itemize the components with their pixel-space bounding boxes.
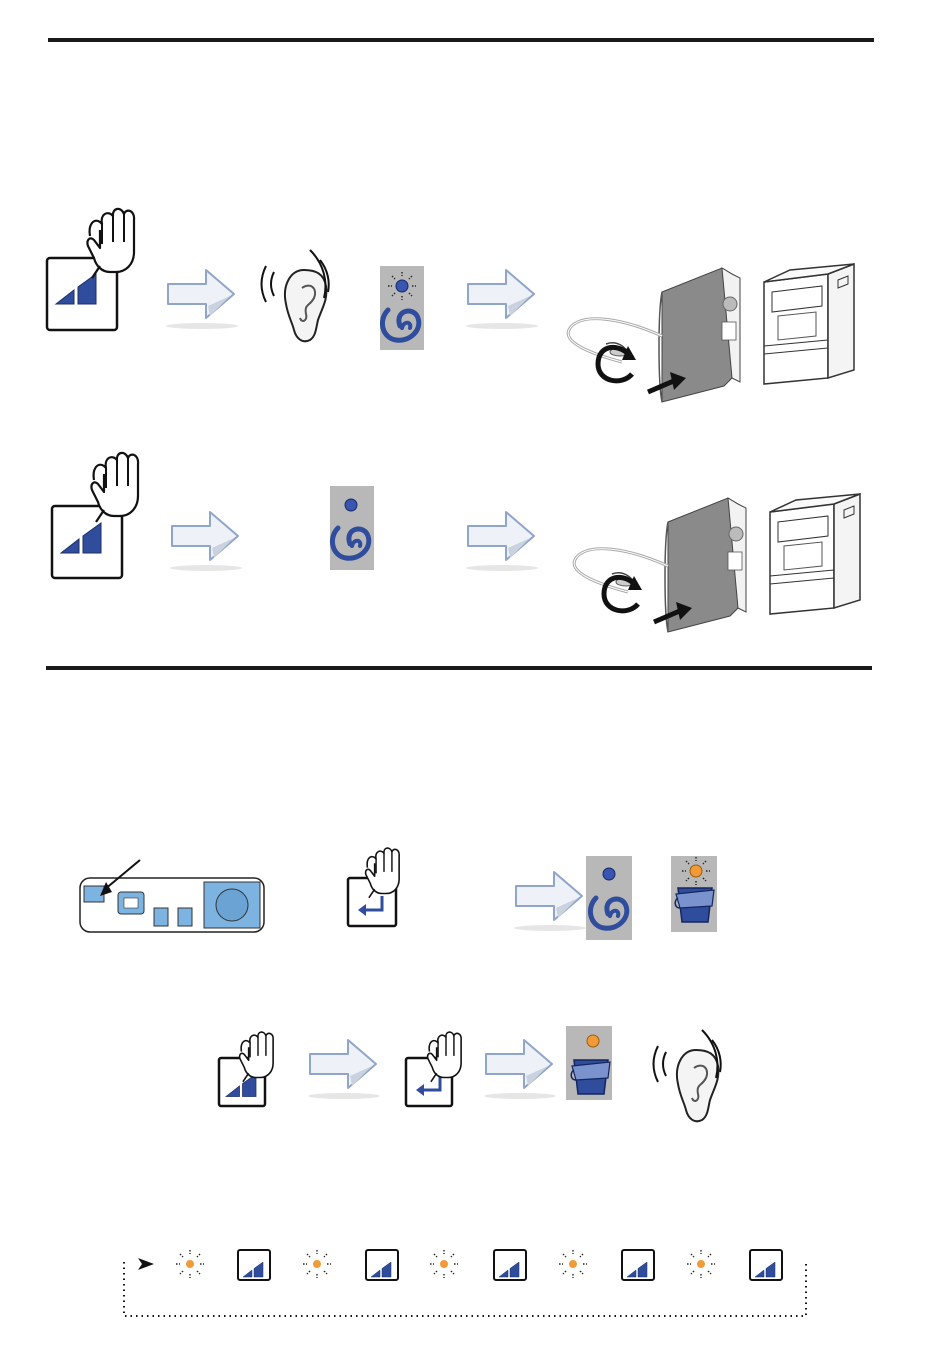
battery-icon — [571, 1060, 610, 1094]
sequence-step-5 — [687, 1250, 782, 1280]
orange-led-icon — [186, 1260, 194, 1268]
alarm-step-row-1 — [80, 848, 717, 940]
printer-icon — [770, 494, 860, 614]
blue-led-panel — [330, 486, 374, 570]
orange-led-panel — [671, 856, 717, 932]
top-rule — [48, 38, 874, 42]
orange-led-icon — [440, 1260, 448, 1268]
sequence-step-1 — [176, 1250, 270, 1280]
ear-icon — [654, 1030, 721, 1121]
volume-step-row-1 — [47, 209, 854, 402]
blue-led-icon — [396, 280, 408, 292]
battery-icon — [675, 888, 714, 922]
flow-arrow-icon — [166, 270, 238, 329]
flow-arrow-icon — [484, 1040, 556, 1099]
orange-led-panel — [566, 1026, 612, 1100]
hearing-device-icon — [574, 498, 746, 632]
printer-icon — [764, 264, 854, 384]
orange-led-icon — [313, 1260, 321, 1268]
middle-rule — [46, 666, 872, 670]
flow-arrow-icon — [466, 270, 538, 329]
flow-arrow-icon — [308, 1040, 380, 1099]
flow-arrow-icon — [514, 872, 586, 931]
loop-arrow-icon — [138, 1258, 154, 1270]
sequence-step-3 — [430, 1250, 526, 1280]
flow-arrow-icon — [170, 512, 242, 571]
alarm-step-row-2 — [219, 1026, 721, 1121]
sequence-step-4 — [559, 1250, 654, 1280]
blue-led-panel — [380, 266, 424, 350]
power-panel-icon[interactable] — [80, 860, 264, 932]
blue-led-icon — [345, 499, 357, 511]
blue-led-panel — [586, 856, 632, 940]
volume-step-row-2 — [52, 453, 860, 632]
orange-led-icon — [569, 1260, 577, 1268]
blue-led-icon — [603, 868, 615, 880]
ear-icon — [262, 250, 329, 341]
orange-led-icon — [697, 1260, 705, 1268]
hearing-device-icon — [568, 268, 740, 402]
sequence-step-2 — [303, 1250, 398, 1280]
orange-led-icon — [690, 865, 702, 877]
flow-arrow-icon — [466, 512, 538, 571]
blink-sequence — [124, 1250, 806, 1316]
orange-led-icon — [587, 1035, 599, 1047]
